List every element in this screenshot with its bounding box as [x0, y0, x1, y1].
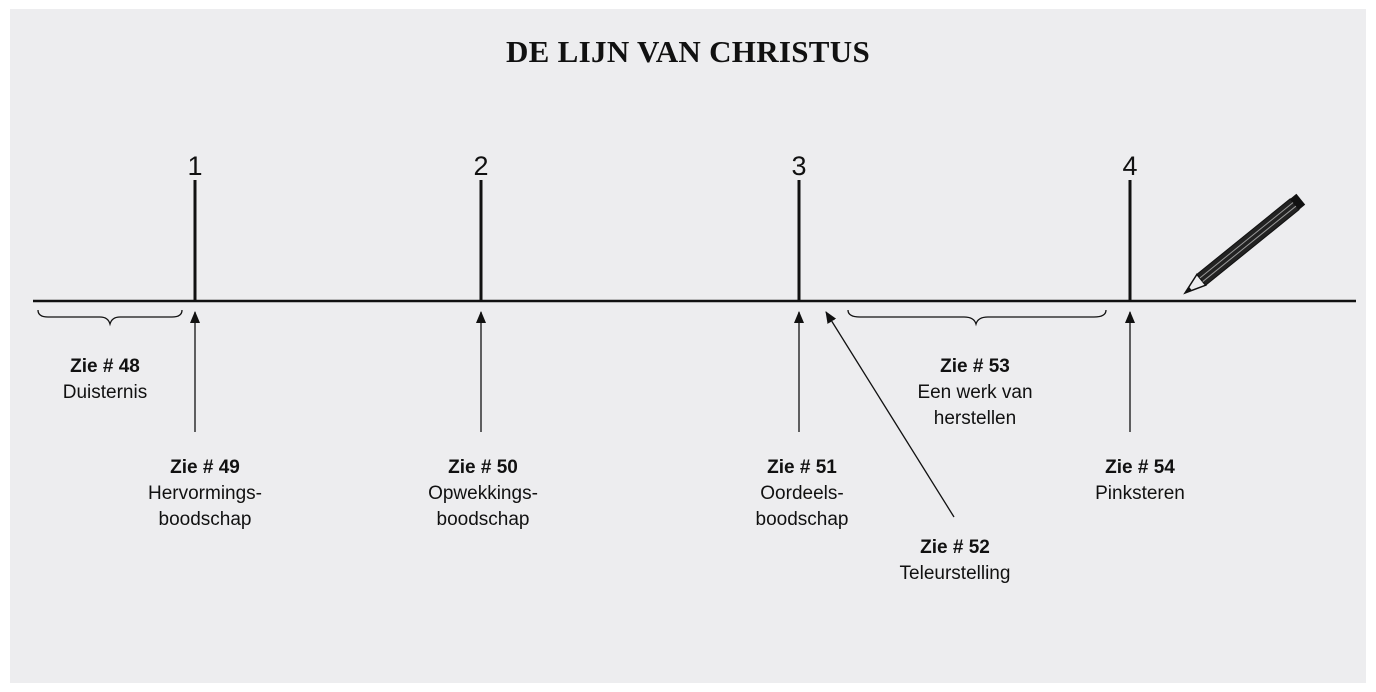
- label-48-text: Duisternis: [62, 382, 148, 403]
- brace-duisternis: [37, 309, 183, 327]
- label-53-text-1: Een werk van: [917, 382, 1033, 403]
- label-51: Zie # 51 Oordeels- boodschap: [712, 455, 892, 533]
- label-52-text: Teleurstelling: [899, 563, 1011, 584]
- label-49-ref: Zie # 49: [170, 457, 240, 478]
- label-53-ref: Zie # 53: [940, 356, 1010, 377]
- label-49-text-1: Hervormings-: [147, 483, 263, 504]
- label-51-text-1: Oordeels-: [760, 483, 844, 504]
- label-53: Zie # 53 Een werk van herstellen: [885, 354, 1065, 432]
- label-54-text: Pinksteren: [1095, 483, 1185, 504]
- label-51-text-2: boodschap: [755, 509, 849, 530]
- marker-3: 3: [791, 151, 807, 181]
- label-48: Zie # 48 Duisternis: [35, 354, 175, 406]
- pencil-icon: [1183, 193, 1306, 295]
- label-54-ref: Zie # 54: [1105, 457, 1175, 478]
- label-49-text-2: boodschap: [158, 509, 252, 530]
- brace-herstellen: [847, 309, 1107, 327]
- label-53-text-2: herstellen: [933, 408, 1017, 429]
- label-50-text-1: Opwekkings-: [428, 483, 538, 504]
- label-48-ref: Zie # 48: [70, 356, 140, 377]
- arrow-52: [825, 311, 955, 518]
- label-51-ref: Zie # 51: [767, 457, 837, 478]
- label-50: Zie # 50 Opwekkings- boodschap: [393, 455, 573, 533]
- label-50-ref: Zie # 50: [448, 457, 518, 478]
- marker-2: 2: [473, 151, 489, 181]
- label-50-text-2: boodschap: [436, 509, 530, 530]
- label-54: Zie # 54 Pinksteren: [1050, 455, 1230, 507]
- marker-4: 4: [1122, 151, 1138, 181]
- diagram-panel: [10, 9, 1366, 683]
- diagram-title: DE LIJN VAN CHRISTUS: [505, 34, 871, 69]
- label-49: Zie # 49 Hervormings- boodschap: [115, 455, 295, 533]
- label-52-ref: Zie # 52: [920, 537, 990, 558]
- label-52: Zie # 52 Teleurstelling: [865, 535, 1045, 587]
- marker-1: 1: [187, 151, 203, 181]
